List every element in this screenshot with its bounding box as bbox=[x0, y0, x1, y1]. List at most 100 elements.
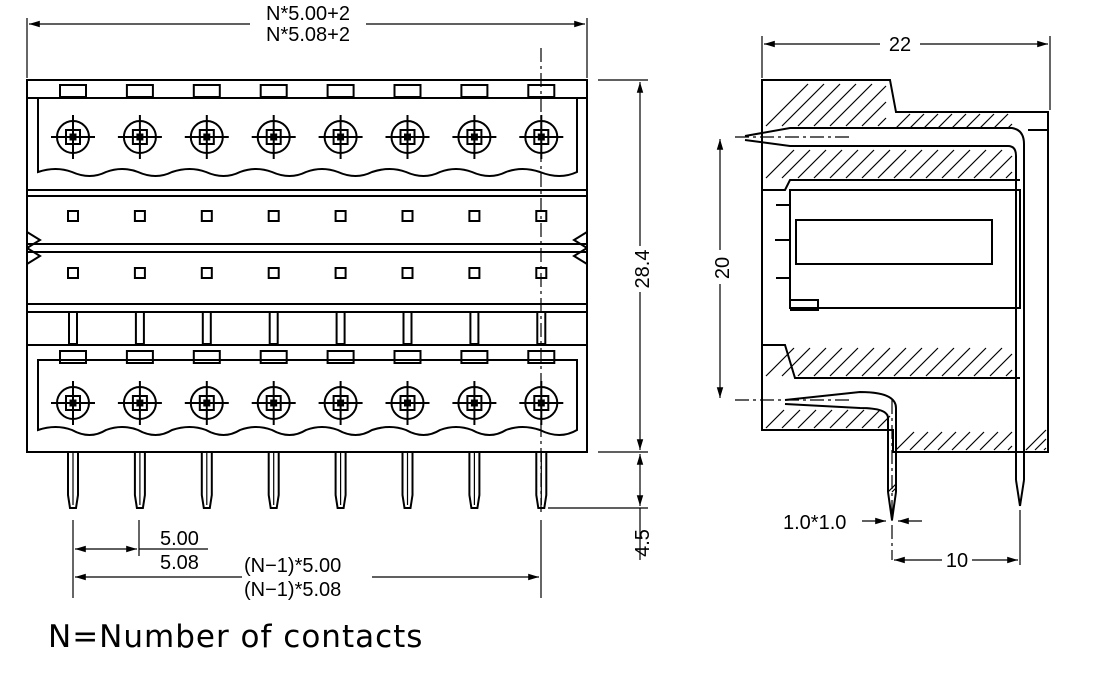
solder-pin bbox=[267, 452, 280, 509]
pin-hole bbox=[401, 210, 414, 222]
pin-hole bbox=[468, 210, 481, 222]
contact-post bbox=[134, 311, 145, 345]
contact-tab bbox=[326, 350, 355, 364]
screw-core bbox=[203, 133, 211, 141]
hatch-line bbox=[965, 431, 985, 451]
contact-tab bbox=[393, 350, 422, 364]
section-hatching bbox=[765, 83, 1047, 493]
screw-core bbox=[404, 399, 411, 407]
hatch-line bbox=[909, 113, 925, 129]
side-dimensions: 22 20 1.0*1.0 10 bbox=[709, 34, 1051, 572]
hatch-line bbox=[941, 149, 971, 179]
solder-pin bbox=[67, 452, 79, 509]
contact-tab bbox=[460, 350, 489, 364]
screw-slot bbox=[265, 129, 282, 145]
hatch-line bbox=[993, 431, 1013, 451]
hatch-line bbox=[845, 85, 887, 127]
hatch-line bbox=[1007, 445, 1013, 451]
screw-slot bbox=[265, 395, 282, 411]
hatch-line bbox=[813, 83, 857, 127]
hatch-line bbox=[1034, 438, 1047, 451]
front-dimensions: N*5.00+2 N*5.08+2 28.4 4.5 5.00 5.08 (N−… bbox=[26, 3, 654, 601]
hatch-line bbox=[973, 347, 1003, 377]
screw-slot bbox=[65, 129, 81, 145]
hatch-line bbox=[829, 347, 859, 377]
solder-pin bbox=[133, 452, 146, 509]
hatch-line bbox=[937, 113, 953, 129]
screw-slot bbox=[198, 395, 215, 411]
solder-pin bbox=[468, 452, 481, 509]
pin-hole bbox=[133, 267, 146, 279]
dim-width-1: N*5.00+2 bbox=[266, 3, 350, 25]
contact-tab bbox=[192, 84, 221, 98]
contact-post bbox=[68, 311, 78, 345]
hatch-line bbox=[813, 149, 843, 179]
side-view bbox=[735, 79, 1049, 560]
hatch-line bbox=[979, 431, 999, 451]
screw-core bbox=[270, 399, 278, 407]
front-view bbox=[26, 48, 588, 515]
pin-hole bbox=[67, 210, 79, 222]
hatch-line bbox=[765, 149, 795, 179]
hatch-line bbox=[765, 409, 785, 429]
hatch-line bbox=[797, 83, 841, 127]
hatch-line bbox=[951, 113, 967, 129]
hatch-line bbox=[861, 347, 891, 377]
hatch-line bbox=[781, 409, 801, 429]
contact-tab bbox=[259, 84, 288, 98]
hatch-line bbox=[965, 113, 981, 129]
screw-slot bbox=[131, 395, 148, 411]
hatch-line bbox=[861, 409, 881, 429]
dim-height: 28.4 bbox=[632, 250, 654, 289]
hatch-line bbox=[845, 347, 875, 377]
hatch-line bbox=[893, 347, 923, 377]
dim-pin-section: 1.0*1.0 bbox=[783, 512, 846, 534]
hatch-line bbox=[1005, 171, 1013, 179]
dim-offset: 10 bbox=[946, 550, 968, 572]
screw-core bbox=[203, 399, 211, 407]
hatch-line bbox=[989, 155, 1013, 179]
front-contacts bbox=[51, 84, 564, 509]
screw-slot bbox=[332, 395, 349, 411]
screw-slot bbox=[399, 129, 416, 145]
hatch-line bbox=[923, 431, 943, 451]
pin-hole bbox=[401, 267, 414, 279]
hatch-line bbox=[813, 409, 833, 429]
contact-tab bbox=[192, 350, 221, 364]
hatch-line bbox=[941, 347, 971, 377]
hatch-line bbox=[1025, 429, 1047, 451]
dim-pitch-2: 5.08 bbox=[160, 552, 199, 574]
hatch-line bbox=[877, 415, 891, 429]
hatch-line bbox=[781, 347, 811, 377]
hatch-line bbox=[1005, 369, 1013, 377]
hatch-line bbox=[797, 409, 817, 429]
hatch-line bbox=[845, 149, 875, 179]
dim-span-2: (N−1)*5.08 bbox=[244, 579, 341, 601]
hatch-line bbox=[1007, 123, 1013, 129]
solder-pin bbox=[200, 452, 213, 509]
contact-post bbox=[469, 311, 480, 345]
screw-slot bbox=[65, 395, 81, 411]
contact-post bbox=[268, 311, 279, 345]
hatch-line bbox=[845, 409, 865, 429]
hatch-line bbox=[797, 347, 827, 377]
hatch-line bbox=[861, 101, 887, 127]
hatch-line bbox=[829, 149, 859, 179]
pin-hole bbox=[468, 267, 481, 279]
hatch-line bbox=[877, 347, 907, 377]
pin-hole bbox=[334, 210, 347, 222]
contact-tab bbox=[393, 84, 422, 98]
hatch-line bbox=[877, 149, 907, 179]
hatch-line bbox=[925, 149, 955, 179]
contact-tab bbox=[326, 84, 355, 98]
contact-tab bbox=[460, 84, 489, 98]
screw-core bbox=[270, 133, 278, 141]
hatch-line bbox=[957, 347, 987, 377]
screw-slot bbox=[332, 129, 349, 145]
dim-pin-length: 4.5 bbox=[632, 529, 654, 557]
dim-span-1: (N−1)*5.00 bbox=[244, 555, 341, 577]
pin-hole bbox=[200, 267, 213, 279]
hatch-line bbox=[891, 487, 897, 493]
contact-post bbox=[201, 311, 212, 345]
